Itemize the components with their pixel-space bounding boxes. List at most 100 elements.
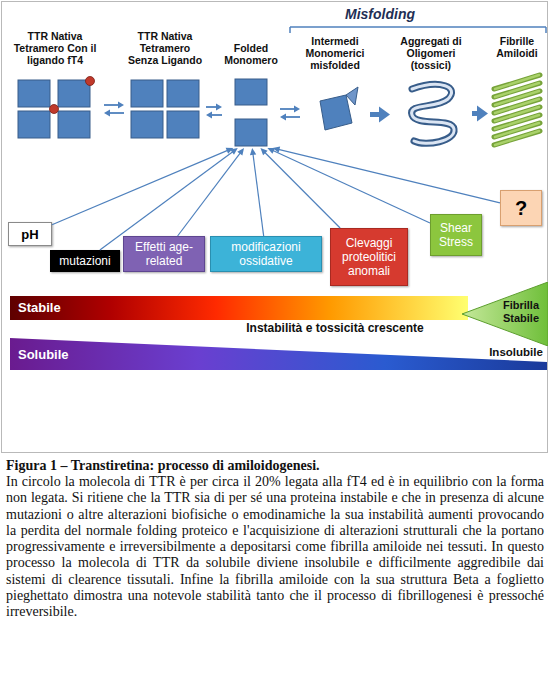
figure-caption: In circolo la molecola di TTR è per circ…	[6, 474, 544, 621]
factor-label: Shear Stress	[433, 221, 479, 249]
molecule-illustration	[124, 78, 206, 140]
stage-label: Aggregati di Oligomeri (tossici)	[390, 35, 472, 71]
arrow-head	[294, 106, 300, 113]
triangle-fill	[462, 282, 548, 346]
arrow-shaft	[370, 112, 382, 117]
arrow-head	[267, 148, 275, 154]
monomer-square	[167, 80, 199, 107]
factor-label: mutazioni	[59, 254, 110, 268]
arrow-shaft	[284, 116, 300, 118]
arrow-head	[379, 107, 390, 123]
monomer-square	[235, 119, 267, 146]
progression-arrow	[370, 107, 390, 123]
figure-frame	[2, 2, 548, 453]
progression-arrow	[472, 106, 488, 122]
arrow-head	[104, 110, 110, 117]
stage-label: TTR Nativa Tetramero Con il ligando fT4	[6, 30, 104, 66]
monomer-square	[58, 111, 90, 138]
axis-end-label: Insolubile	[484, 346, 548, 359]
wedge-label: Solubile	[18, 347, 69, 362]
factor-label: pH	[21, 227, 38, 242]
stage-label: Folded Monomero	[222, 42, 280, 66]
ligand-dot	[50, 105, 59, 114]
tetramer-node: TTR Nativa Tetramero Senza Ligando	[124, 30, 206, 140]
monomer-square	[131, 111, 163, 138]
influence-arrow	[260, 148, 340, 228]
stability-band: Stabile	[10, 296, 468, 320]
stable-fibril-triangle: Fibrilla Stabile	[462, 282, 548, 346]
fibril-node: Fibrille Amiloidi	[488, 35, 546, 155]
monomer-square	[235, 79, 267, 105]
arrow-head	[230, 148, 238, 155]
factor-box: Effetti age-related	[123, 236, 205, 272]
oligomer-ribbon	[412, 84, 454, 143]
factor-box: modificazioni ossidative	[210, 236, 322, 272]
arrow-shaft	[277, 149, 500, 203]
arrow-head	[237, 148, 244, 156]
influence-arrow	[273, 147, 500, 203]
factor-label: modificazioni ossidative	[213, 240, 319, 268]
misfolded-node: Intermedi Monomerici misfolded	[300, 35, 370, 143]
arrow-shaft	[272, 150, 430, 223]
fibril-strand	[494, 131, 540, 145]
stage-heading: Misfolding	[345, 6, 455, 23]
monomer-square	[18, 111, 50, 138]
triangle-label: Fibrilla Stabile	[496, 299, 546, 325]
factor-label: Effetti age-related	[126, 240, 202, 268]
arrow-shaft	[264, 151, 340, 228]
factor-box: pH	[8, 222, 52, 246]
wedge-shape	[10, 338, 547, 370]
bracket-tick	[289, 27, 291, 33]
molecule-illustration	[6, 78, 104, 140]
misfolded-flap	[346, 87, 358, 105]
oligomer-ribbon-core	[412, 84, 454, 143]
factor-box: Shear Stress	[430, 214, 482, 256]
fibril-strand-light	[495, 131, 539, 145]
equilibrium-arrows	[280, 106, 300, 121]
factor-box: Clevaggi proteolitici anomali	[330, 228, 408, 286]
misfolded-shape	[320, 95, 352, 130]
tetramer-ligand-node: TTR Nativa Tetramero Con il ligando fT4	[6, 30, 104, 140]
influence-arrow	[250, 148, 264, 236]
equilibrium-arrows	[104, 102, 124, 117]
monomer-square	[167, 111, 199, 138]
influence-arrow	[100, 148, 238, 250]
bracket-tick	[545, 27, 547, 33]
factor-box: mutazioni	[50, 250, 120, 272]
stage-label: TTR Nativa Tetramero Senza Ligando	[124, 30, 206, 66]
solubility-wedge: Solubile	[10, 338, 547, 370]
unknown-factor-box: ?	[500, 190, 542, 226]
arrow-head	[226, 148, 234, 154]
arrow-head	[280, 114, 286, 121]
arrow-shaft	[100, 151, 234, 250]
arrow-shaft	[206, 106, 218, 108]
arrow-shaft	[52, 150, 229, 225]
arrow-shaft	[104, 104, 120, 106]
arrow-head	[206, 112, 212, 119]
influence-arrow	[178, 148, 244, 236]
arrow-head	[273, 147, 281, 153]
molecule-illustration	[390, 77, 472, 155]
monomer-square	[131, 80, 163, 107]
monomer-node: Folded Monomero	[222, 42, 280, 148]
molecule-illustration	[488, 67, 546, 155]
arrow-head	[260, 148, 267, 155]
monomer-square	[58, 80, 90, 107]
stage-label: Intermedi Monomerici misfolded	[300, 35, 370, 71]
influence-arrow	[267, 148, 430, 223]
arrow-head	[118, 102, 124, 109]
ligand-dot	[86, 77, 95, 86]
arrow-head	[216, 104, 222, 111]
arrow-shaft	[472, 111, 480, 116]
arrow-head	[250, 148, 256, 155]
molecule-illustration	[222, 78, 280, 148]
misfolding-bracket	[290, 26, 546, 28]
figure-title: Figura 1 – Transtiretina: processo di am…	[6, 457, 544, 474]
stage-label: Fibrille Amiloidi	[488, 35, 546, 59]
equilibrium-arrows	[206, 104, 222, 119]
molecule-illustration	[300, 83, 370, 143]
arrow-shaft	[108, 112, 124, 114]
arrow-shaft	[253, 153, 264, 236]
